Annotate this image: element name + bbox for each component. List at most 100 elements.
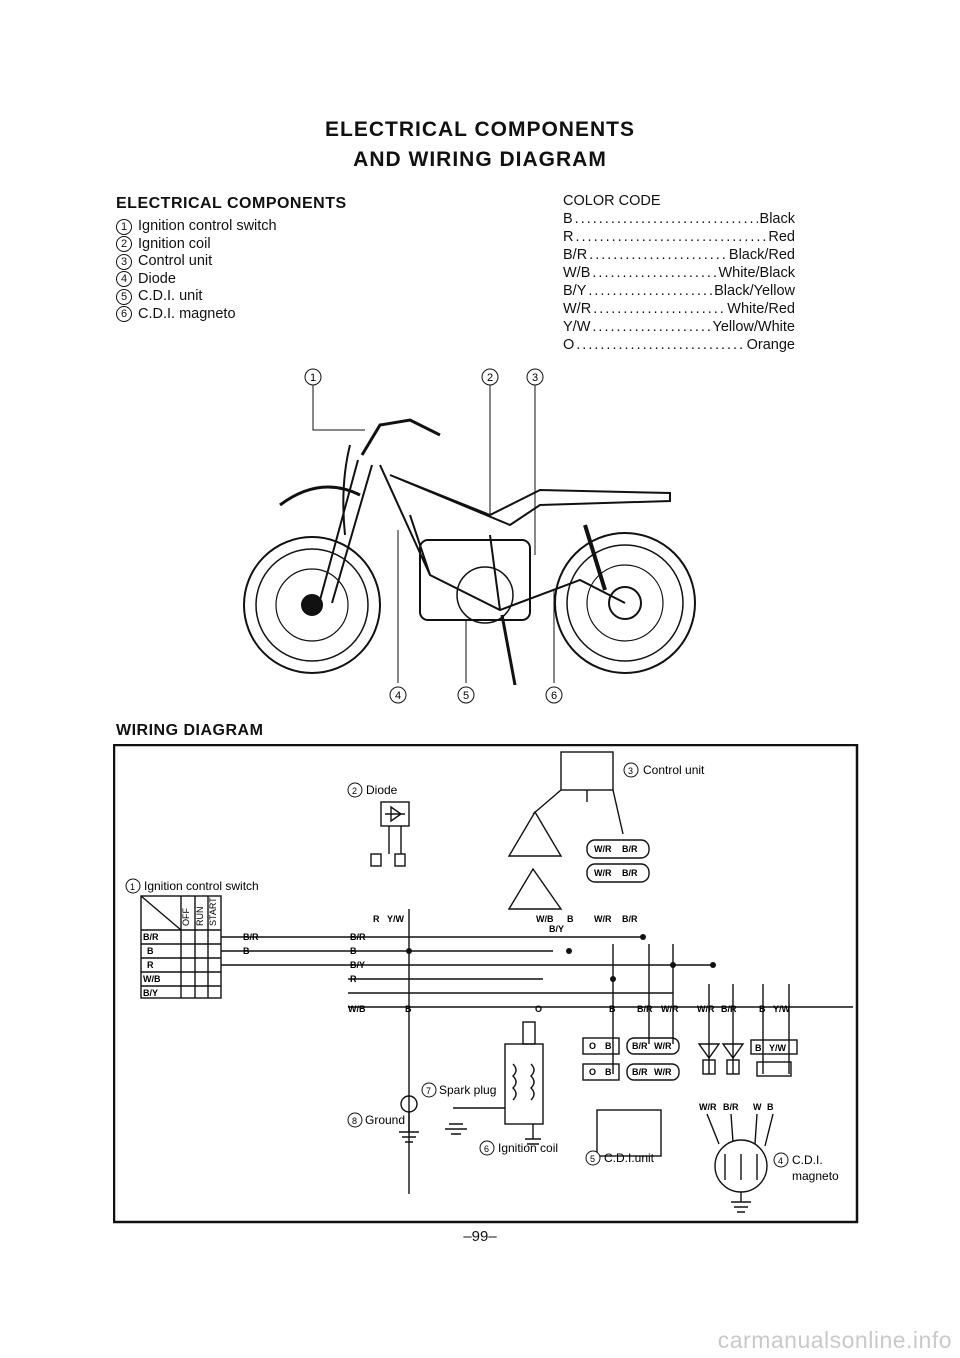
color-name: Yellow/White (712, 319, 795, 335)
label-control-unit: Control unit (643, 763, 705, 777)
item-number: 6 (116, 306, 132, 323)
item-number: 4 (116, 271, 132, 288)
color-abbr: W/R (563, 301, 592, 317)
callout-number: 4 (778, 1156, 783, 1166)
bike-callout-1: 1 (310, 372, 316, 384)
callout-number: 6 (484, 1144, 489, 1154)
bike-callout-4: 4 (395, 690, 401, 702)
item-label: Ignition control switch (138, 218, 277, 234)
bike-callout-3: 3 (532, 372, 538, 384)
wire-label: B/R (723, 1102, 739, 1112)
wire-label: B (605, 1041, 612, 1051)
seat-frame (389, 474, 671, 527)
wire-label: B/R (350, 932, 366, 942)
wire-label: B (605, 1067, 612, 1077)
item-number: 3 (116, 253, 132, 270)
wire-label: B (755, 1043, 762, 1053)
color-abbr: B/Y (563, 283, 587, 299)
wiring-heading: WIRING DIAGRAM (116, 722, 264, 739)
wire-label: W/R (594, 868, 612, 878)
color-code-heading: COLOR CODE (563, 193, 661, 209)
wire-label: Y/W (773, 1004, 791, 1014)
wire-label: B (567, 914, 574, 924)
switch-row-label: B/Y (143, 988, 158, 998)
wire-label: B (767, 1102, 774, 1112)
motorcycle-illustration: 1 2 3 4 5 6 (243, 368, 696, 704)
wire-label: B (350, 946, 357, 956)
item-label: Diode (138, 270, 176, 287)
color-abbr: B (563, 211, 573, 227)
color-abbr: W/B (563, 265, 591, 281)
color-code-row: BBlack (563, 210, 795, 228)
wire-label: R (373, 914, 380, 924)
bike-callout-5: 5 (463, 690, 469, 702)
label-magneto-2: magneto (792, 1169, 839, 1183)
color-name: Orange (746, 337, 795, 353)
switch-col-label: OFF (181, 908, 191, 926)
page-number: –99– (463, 1228, 497, 1245)
wire-label: B (243, 946, 250, 956)
color-name: Red (768, 229, 795, 245)
wire-label: B/R (632, 1067, 648, 1077)
handlebar (360, 418, 441, 456)
color-abbr: O (563, 337, 575, 353)
color-name: White/Black (718, 265, 795, 281)
component-item: 4 Diode (116, 271, 277, 289)
wire-label: B/R (637, 1004, 653, 1014)
color-code-row: B/RBlack/Red (563, 246, 795, 264)
switch-row-label: B/R (143, 932, 159, 942)
wire-label: B (609, 1004, 616, 1014)
wire-label: R (350, 974, 357, 984)
wiring-diagram: B/R B R W/B B/Y B/R B B/R B B/Y R W/B R … (113, 744, 859, 1224)
switch-row-label: R (147, 960, 154, 970)
wire-label: O (589, 1041, 596, 1051)
wire-label: B (759, 1004, 766, 1014)
wire-label: W/R (661, 1004, 679, 1014)
leader-dots (575, 210, 758, 228)
callout-number: 3 (628, 766, 633, 776)
triangle-connector (507, 810, 563, 857)
page-title-line1: ELECTRICAL COMPONENTS (325, 118, 635, 141)
leader-dots (589, 246, 727, 264)
wire-label: B/R (243, 932, 259, 942)
rear-tire (554, 532, 696, 674)
switch-col-label: START (208, 897, 218, 926)
leader-dots (592, 318, 710, 336)
color-name: Black/Red (728, 247, 795, 263)
control-unit-box (560, 751, 614, 791)
ignition-coil (504, 1043, 544, 1125)
wire-label: B/R (622, 844, 638, 854)
wire-label: B/R (632, 1041, 648, 1051)
label-ground: Ground (365, 1113, 405, 1127)
label-cdi-unit: C.D.I.unit (604, 1151, 655, 1165)
wire-label: B/Y (350, 960, 365, 970)
label-spark-plug: Spark plug (439, 1083, 496, 1097)
callout-number: 7 (426, 1086, 431, 1096)
wire-label: B/R (622, 868, 638, 878)
wire-label: W/R (594, 844, 612, 854)
diode-symbol (380, 801, 410, 827)
front-fork (319, 459, 373, 604)
leader-dots (593, 300, 725, 318)
switch-col-label: RUN (195, 907, 205, 927)
front-tire (243, 536, 381, 674)
color-code-row: Y/WYellow/White (563, 318, 795, 336)
cdi-unit-box (596, 1109, 662, 1157)
color-name: Black/Yellow (714, 283, 795, 299)
item-number: 2 (116, 236, 132, 253)
leader-dots (592, 264, 716, 282)
color-code-row: B/Y Black/Yellow (563, 282, 795, 300)
item-label: C.D.I. unit (138, 288, 203, 304)
wire-label: Y/W (387, 914, 405, 924)
label-ignition-switch: Ignition control switch (144, 879, 259, 893)
item-label: C.D.I. magneto (138, 305, 236, 322)
color-code-row: RRed (563, 228, 795, 246)
watermark: carmanualsonline.info (717, 1327, 952, 1353)
wire-label: W/B (536, 914, 554, 924)
color-code-row: O Orange (563, 336, 795, 354)
callout-number: 5 (590, 1154, 595, 1164)
